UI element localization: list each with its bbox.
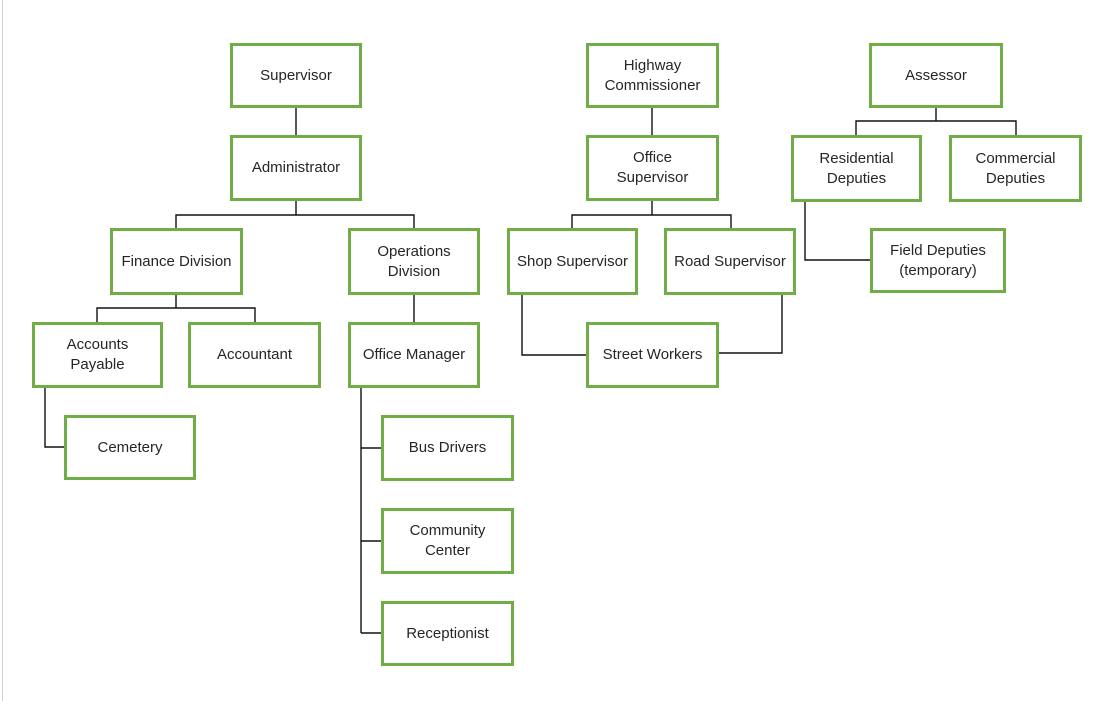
org-node-label: Street Workers — [602, 346, 703, 364]
org-node-label: Operations Division — [377, 242, 451, 280]
org-node-cemetery[interactable]: Cemetery — [64, 415, 196, 480]
org-node-residential-deputies[interactable]: Residential Deputies — [791, 135, 922, 202]
org-node-commercial-deputies[interactable]: Commercial Deputies — [949, 135, 1082, 202]
connector-assessor-children-bracket — [855, 120, 1017, 135]
org-node-label: Accounts Payable — [66, 336, 129, 373]
org-node-label: Finance Division — [121, 252, 232, 270]
canvas-left-edge-line — [2, 0, 3, 701]
org-node-field-deputies[interactable]: Field Deputies (temporary) — [870, 228, 1006, 293]
org-node-label: Field Deputies (temporary) — [890, 241, 986, 279]
connector-accounts-payable-to-cemetery — [44, 388, 64, 448]
org-node-label: Office Supervisor — [616, 149, 689, 186]
org-node-label: Shop Supervisor — [517, 252, 628, 270]
connector-shop-supervisor-to-street-workers — [521, 295, 586, 356]
org-node-accountant[interactable]: Accountant — [188, 322, 321, 388]
org-node-assessor[interactable]: Assessor — [869, 43, 1003, 108]
org-node-highway-commissioner[interactable]: Highway Commissioner — [586, 43, 719, 108]
connector-residential-to-field-deputies — [804, 202, 870, 261]
org-node-label: Administrator — [251, 159, 341, 177]
org-node-label: Assessor — [905, 66, 967, 84]
org-node-administrator[interactable]: Administrator — [230, 135, 362, 201]
org-node-label: Community Center — [409, 522, 486, 559]
org-node-road-supervisor[interactable]: Road Supervisor — [664, 228, 796, 295]
org-node-office-manager[interactable]: Office Manager — [348, 322, 480, 388]
org-node-operations-division[interactable]: Operations Division — [348, 228, 480, 295]
org-node-receptionist[interactable]: Receptionist — [381, 601, 514, 666]
org-node-supervisor[interactable]: Supervisor — [230, 43, 362, 108]
org-node-label: Accountant — [216, 346, 293, 364]
org-node-label: Cemetery — [97, 438, 163, 456]
org-node-label: Residential Deputies — [819, 149, 894, 187]
org-node-label: Receptionist — [406, 624, 489, 642]
org-node-bus-drivers[interactable]: Bus Drivers — [381, 415, 514, 481]
org-node-label: Supervisor — [260, 66, 332, 84]
org-node-finance-division[interactable]: Finance Division — [110, 228, 243, 295]
connector-administrator-children-bracket — [175, 214, 415, 228]
org-node-label: Commercial Deputies — [975, 149, 1056, 187]
org-node-accounts-payable[interactable]: Accounts Payable — [32, 322, 163, 388]
connector-finance-children-bracket — [96, 307, 256, 322]
org-node-label: Road Supervisor — [674, 252, 786, 270]
connector-road-supervisor-to-street-workers — [719, 295, 783, 354]
org-node-office-supervisor[interactable]: Office Supervisor — [586, 135, 719, 201]
org-node-label: Bus Drivers — [408, 439, 487, 457]
org-node-community-center[interactable]: Community Center — [381, 508, 514, 574]
org-node-label: Office Manager — [362, 346, 466, 364]
connector-office-supervisor-children-bracket — [571, 214, 732, 228]
org-node-street-workers[interactable]: Street Workers — [586, 322, 719, 388]
org-node-shop-supervisor[interactable]: Shop Supervisor — [507, 228, 638, 295]
org-node-label: Highway Commissioner — [604, 56, 701, 94]
